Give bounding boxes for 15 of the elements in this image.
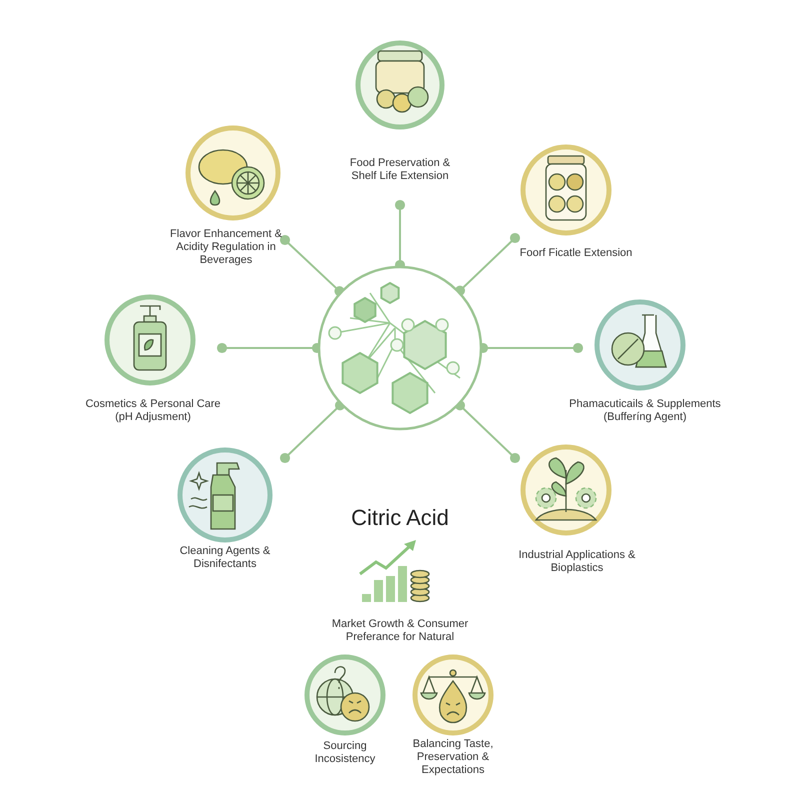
node-label: Foorf Ficatle Extension [518, 247, 634, 260]
node-label: Sourcing Incosistency [314, 740, 376, 766]
center-title: Citric Acid [350, 505, 450, 531]
node-label: Food Preservation & Shelf Life Extension [348, 157, 452, 183]
connector-line [280, 400, 346, 464]
node-label: Balancing Taste, Preservation & Expectations [412, 738, 494, 777]
node-label: Market Growth & Consumer Preferance for Natural [330, 618, 470, 644]
node-label: Phamacuticails & Supplements (Bufferíng Agent) [568, 398, 722, 424]
connector-line [280, 234, 345, 296]
node-label: Cleaning Agents & Disnifectants [178, 545, 272, 571]
node-label: Industrial Applications & Bioplastics [518, 549, 636, 575]
node-label: Flavor Enhancement & Acidity Regulation in Beverages [169, 228, 283, 267]
connector-line [454, 400, 520, 464]
node-label: Cosmetics & Personal Care (pH Adjusment) [84, 398, 222, 424]
connector-line [454, 232, 520, 296]
